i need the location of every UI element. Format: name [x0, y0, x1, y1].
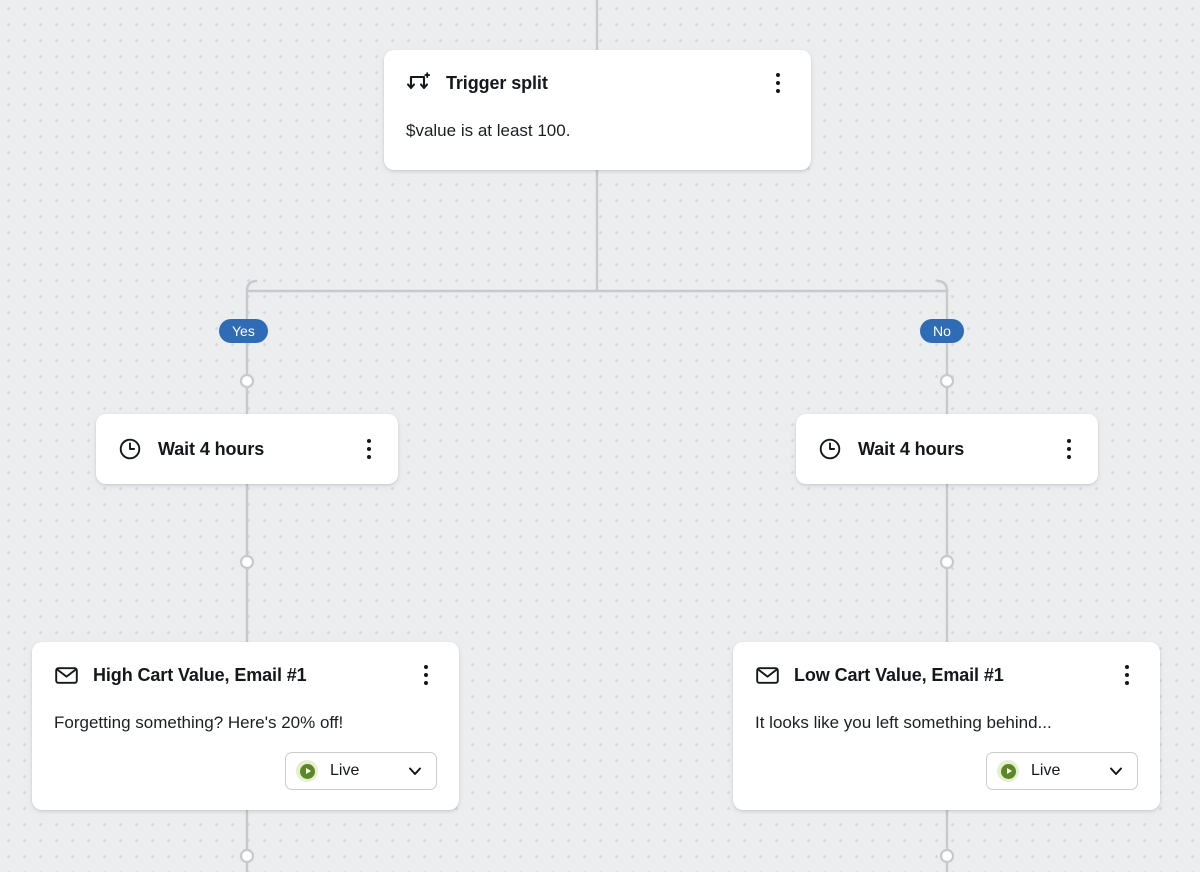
node-menu-button[interactable]: [415, 662, 437, 688]
node-title: Low Cart Value, Email #1: [794, 664, 1004, 685]
email-preview-text: It looks like you left something behind.…: [755, 713, 1052, 732]
node-wait-right[interactable]: Wait 4 hours: [796, 414, 1098, 484]
node-title: Wait 4 hours: [158, 438, 265, 459]
trigger-split-icon: [406, 70, 432, 96]
node-header: Wait 4 hours: [818, 436, 1080, 462]
node-email-high-cart-value[interactable]: High Cart Value, Email #1 Forgetting som…: [32, 642, 459, 810]
status-dropdown-live[interactable]: Live: [285, 752, 437, 791]
status-dropdown-live[interactable]: Live: [986, 752, 1138, 791]
node-email-low-cart-value[interactable]: Low Cart Value, Email #1 It looks like y…: [733, 642, 1160, 810]
status-label: Live: [330, 762, 360, 780]
envelope-icon: [54, 663, 79, 688]
node-menu-button[interactable]: [1058, 436, 1080, 462]
chevron-down-icon: [1107, 762, 1125, 780]
status-label: Live: [1031, 762, 1061, 780]
node-menu-button[interactable]: [358, 436, 380, 462]
node-header: Wait 4 hours: [118, 436, 380, 462]
node-menu-button[interactable]: [1116, 662, 1138, 688]
node-trigger-split[interactable]: Trigger split $value is at least 100.: [384, 50, 811, 170]
live-play-icon: [997, 760, 1019, 783]
node-title: Wait 4 hours: [858, 438, 965, 459]
branch-badge-no[interactable]: No: [920, 319, 964, 343]
live-play-icon: [296, 760, 318, 783]
node-header: Trigger split: [406, 70, 789, 96]
node-title: High Cart Value, Email #1: [93, 664, 307, 685]
node-menu-button[interactable]: [767, 70, 789, 96]
status-row: Live: [755, 752, 1138, 791]
email-preview-text: Forgetting something? Here's 20% off!: [54, 713, 344, 732]
node-title: Trigger split: [446, 72, 548, 93]
status-row: Live: [54, 752, 437, 791]
node-wait-left[interactable]: Wait 4 hours: [96, 414, 398, 484]
branch-badge-yes[interactable]: Yes: [219, 319, 268, 343]
node-header: High Cart Value, Email #1: [54, 662, 437, 688]
node-header: Low Cart Value, Email #1: [755, 662, 1138, 688]
clock-icon: [118, 437, 142, 461]
chevron-down-icon: [406, 762, 424, 780]
trigger-condition-text: $value is at least 100.: [406, 121, 571, 140]
clock-icon: [818, 437, 842, 461]
envelope-icon: [755, 663, 780, 688]
